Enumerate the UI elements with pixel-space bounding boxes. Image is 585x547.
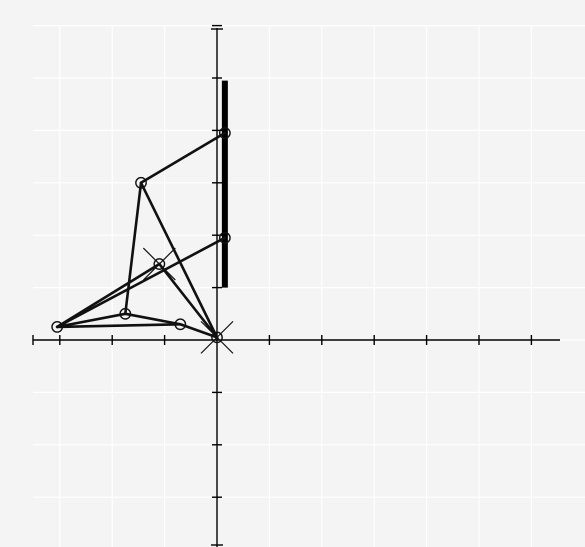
joint-E (51, 320, 64, 333)
link-F-G (124, 312, 182, 326)
link-E-G (55, 322, 182, 329)
joint-F (119, 307, 132, 320)
link-F-E (55, 312, 127, 329)
link-D-O (158, 262, 219, 339)
links (55, 131, 227, 339)
joint-D (153, 258, 166, 270)
joint-O (211, 331, 223, 344)
joints (51, 127, 234, 354)
joint-A (218, 127, 231, 139)
joint-G (174, 318, 187, 331)
link-A-B (139, 131, 227, 185)
joint-cross-D (142, 247, 176, 281)
link-E-C (55, 236, 227, 329)
joint-cross-O (200, 320, 234, 354)
joint-B (135, 176, 147, 189)
joint-C (218, 231, 231, 244)
link-E-D (55, 262, 161, 329)
link-B-F (124, 181, 143, 316)
link-G-O (179, 322, 219, 339)
link-B-O (139, 181, 219, 339)
